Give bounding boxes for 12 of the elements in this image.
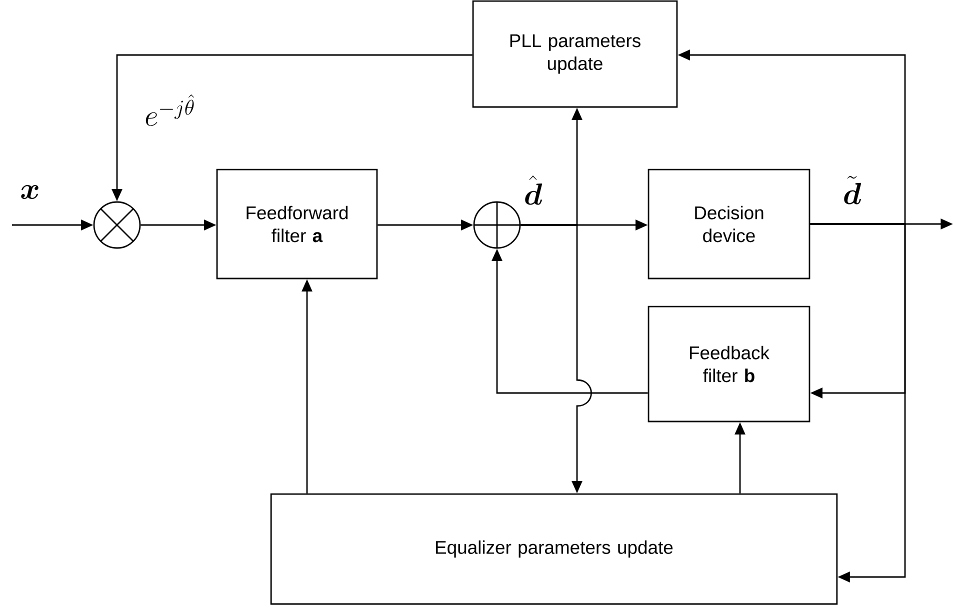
filter-box: Feedforward filter a xyxy=(216,168,378,280)
edge-label: $e^{-j\hat{\theta}}$ xyxy=(142,92,198,128)
arrow xyxy=(810,223,906,582)
edge-label: $\boldsymbol{x}$ xyxy=(18,184,42,200)
adder-symbol xyxy=(473,201,521,249)
process-box: Decision device xyxy=(648,168,810,280)
multiplier-symbol xyxy=(93,201,141,249)
process-box: PLL parameters update xyxy=(472,0,678,108)
filter-box: Feedback filter b xyxy=(648,306,810,422)
edge-label: $\hat{\boldsymbol{d}}$ xyxy=(522,174,544,206)
edge-label: $\tilde{\boldsymbol{d}}$ xyxy=(841,174,864,206)
process-box: Equalizer parameters update xyxy=(270,493,838,605)
